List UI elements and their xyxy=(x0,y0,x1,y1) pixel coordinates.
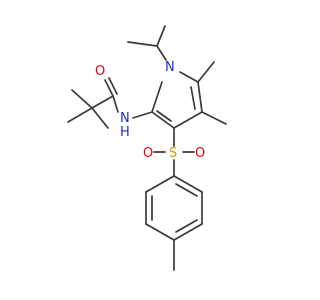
bond-aryl-inner-a xyxy=(175,183,198,197)
bond-aryl-1-2 xyxy=(173,175,203,193)
bond-n-isopropyl xyxy=(156,45,167,61)
bond-aryl-6-1 xyxy=(145,175,175,193)
bond-c4-methyl xyxy=(201,111,227,125)
sulfonyl-oxygen-right-label: O xyxy=(195,146,205,161)
sulfur-label: S xyxy=(169,146,177,161)
bond-aryl-3-4 xyxy=(173,223,203,241)
bond-ring-c4-c3 xyxy=(173,111,203,129)
molecule-diagram: O N H N S O O xyxy=(67,25,227,271)
bond-ring-c5-c4-a xyxy=(197,81,203,113)
bond-amide-n-pyrrole xyxy=(132,111,153,119)
bond-ring-c3-c2-a xyxy=(151,111,175,129)
bond-carbonyl-double-a xyxy=(104,79,114,97)
bond-isopropyl-me1 xyxy=(127,41,158,47)
carbonyl-oxygen-label: O xyxy=(95,64,105,79)
structure-drawing: O N H N S O O xyxy=(67,25,227,271)
bond-aryl-4-5 xyxy=(145,223,175,241)
sulfonyl-oxygen-left-label: O xyxy=(143,146,153,161)
bond-ring-c3-c2-b xyxy=(156,110,172,122)
bond-tbu-c-me2 xyxy=(67,107,93,123)
bond-carbonyl-amide-n xyxy=(112,95,119,113)
bond-aryl-inner-b xyxy=(175,219,198,233)
bond-tbu-c-me3 xyxy=(91,107,109,129)
bond-ring-n-c5 xyxy=(179,71,199,83)
ring-nitrogen-label: N xyxy=(165,60,175,75)
bond-ring-c5-c4-b xyxy=(190,86,196,110)
bond-ring-n-c2 xyxy=(151,81,163,113)
amide-nitrogen-label: N xyxy=(120,111,130,126)
bond-carbonyl-double-b xyxy=(108,77,118,95)
bond-tbu-c-me1 xyxy=(71,89,93,109)
bond-c5-methyl xyxy=(197,61,215,83)
amide-hydrogen-label: H xyxy=(120,125,130,140)
bond-isopropyl-me2 xyxy=(156,25,166,47)
bond-tbu-c-carbonyl xyxy=(91,95,114,109)
